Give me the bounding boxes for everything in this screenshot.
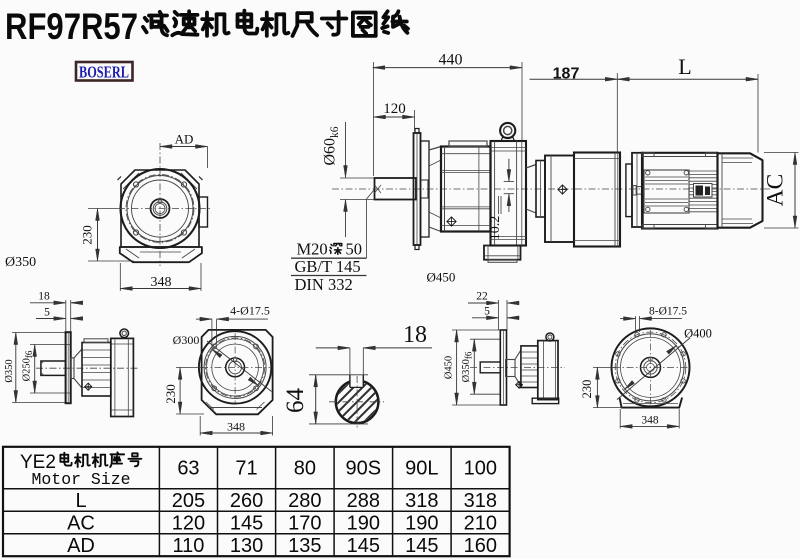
svg-text:5: 5 bbox=[44, 307, 50, 319]
svg-text:260: 260 bbox=[230, 490, 263, 512]
svg-text:8-Ø17.5: 8-Ø17.5 bbox=[649, 306, 687, 318]
svg-text:110: 110 bbox=[173, 535, 205, 557]
svg-text:210: 210 bbox=[464, 513, 497, 535]
svg-text:63: 63 bbox=[177, 458, 199, 480]
svg-text:L: L bbox=[75, 490, 86, 512]
svg-text:18: 18 bbox=[403, 322, 427, 348]
svg-text:160: 160 bbox=[464, 535, 497, 557]
svg-text:80: 80 bbox=[294, 458, 316, 480]
svg-text:145: 145 bbox=[347, 535, 380, 557]
svg-text:145: 145 bbox=[405, 535, 438, 557]
svg-text:120: 120 bbox=[383, 101, 406, 117]
svg-text:318: 318 bbox=[405, 490, 438, 512]
svg-text:Ø250f6: Ø250f6 bbox=[22, 350, 35, 381]
svg-text:348: 348 bbox=[641, 415, 659, 427]
svg-text:Ø300: Ø300 bbox=[173, 333, 200, 347]
svg-text:348: 348 bbox=[151, 275, 172, 290]
svg-text:348: 348 bbox=[227, 420, 245, 434]
svg-text:Ø350: Ø350 bbox=[5, 255, 36, 270]
svg-text:135: 135 bbox=[288, 535, 321, 557]
svg-text:440: 440 bbox=[439, 52, 463, 69]
svg-text:145: 145 bbox=[230, 513, 263, 535]
svg-text:230: 230 bbox=[80, 225, 95, 245]
svg-text:YE2: YE2 bbox=[20, 452, 56, 473]
svg-text:22: 22 bbox=[476, 291, 488, 303]
svg-text:Ø350f6: Ø350f6 bbox=[461, 351, 474, 382]
svg-text:190: 190 bbox=[347, 513, 380, 535]
svg-text:90S: 90S bbox=[346, 458, 382, 480]
svg-text:M20: M20 bbox=[297, 240, 328, 259]
svg-text:170: 170 bbox=[288, 513, 321, 535]
svg-text:288: 288 bbox=[347, 490, 380, 512]
svg-text:AC: AC bbox=[763, 174, 789, 207]
svg-text:DIN 332: DIN 332 bbox=[295, 275, 353, 294]
svg-text:5: 5 bbox=[484, 306, 490, 318]
svg-text:187: 187 bbox=[553, 66, 580, 83]
svg-text:230: 230 bbox=[163, 384, 178, 404]
svg-text:GB/T 145: GB/T 145 bbox=[295, 257, 361, 276]
svg-text:230: 230 bbox=[580, 380, 594, 399]
svg-text:AD: AD bbox=[175, 132, 194, 147]
svg-text:280: 280 bbox=[288, 490, 321, 512]
svg-text:205: 205 bbox=[172, 490, 205, 512]
svg-text:64: 64 bbox=[282, 388, 309, 414]
svg-text:190: 190 bbox=[405, 513, 438, 535]
svg-text:AC: AC bbox=[67, 513, 95, 535]
svg-text:18: 18 bbox=[38, 291, 50, 303]
svg-text:120: 120 bbox=[172, 513, 205, 535]
svg-text:10.2: 10.2 bbox=[488, 216, 503, 241]
svg-text:130: 130 bbox=[230, 535, 263, 557]
svg-text:Ø400: Ø400 bbox=[684, 327, 712, 341]
svg-text:Ø450: Ø450 bbox=[427, 270, 456, 285]
svg-text:AD: AD bbox=[67, 535, 95, 557]
svg-text:50: 50 bbox=[346, 240, 363, 259]
svg-text:RF97R57: RF97R57 bbox=[5, 6, 138, 47]
svg-text:100: 100 bbox=[464, 458, 497, 480]
svg-text:318: 318 bbox=[464, 490, 497, 512]
svg-text:Ø450: Ø450 bbox=[444, 356, 455, 379]
svg-text:71: 71 bbox=[235, 458, 257, 480]
svg-text:4-Ø17.5: 4-Ø17.5 bbox=[230, 304, 270, 318]
svg-text:90L: 90L bbox=[405, 458, 438, 480]
svg-text:Motor Size: Motor Size bbox=[31, 470, 130, 489]
svg-text:L: L bbox=[678, 54, 691, 79]
svg-text:BOSERL: BOSERL bbox=[79, 63, 129, 82]
svg-text:Ø350: Ø350 bbox=[4, 359, 15, 382]
